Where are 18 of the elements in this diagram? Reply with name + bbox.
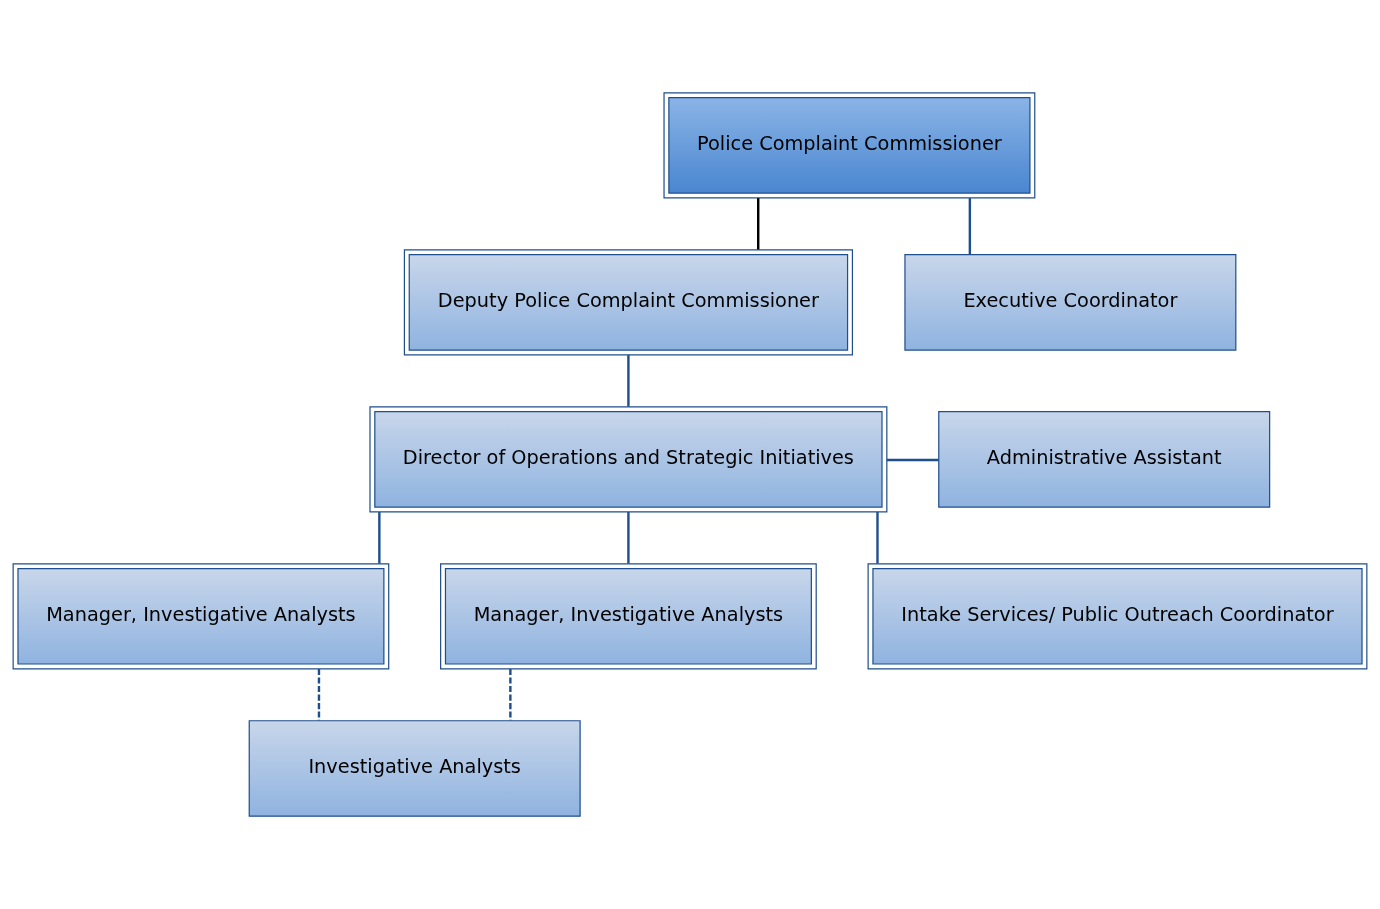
node-box: Police Complaint Commissioner (663, 92, 1036, 199)
connector (317, 669, 321, 721)
connector (509, 669, 512, 721)
node-box: Manager, Investigative Analysts (12, 563, 390, 670)
connector (378, 512, 381, 564)
node-box: Investigative Analysts (248, 720, 581, 817)
node-box: Administrative Assistant (938, 411, 1271, 508)
node-box: Director of Operations and Strategic Initiatives (369, 406, 888, 513)
node-box: Manager, Investigative Analysts (440, 563, 817, 670)
node-box: Deputy Police Complaint Commissioner (403, 249, 854, 356)
connector (886, 458, 939, 462)
connector (876, 512, 879, 564)
connector (627, 512, 630, 564)
connector (968, 198, 972, 255)
connector (757, 198, 760, 250)
node-box: Intake Services/ Public Outreach Coordinator (867, 563, 1368, 670)
connector (627, 355, 630, 407)
node-box: Executive Coordinator (904, 254, 1237, 351)
